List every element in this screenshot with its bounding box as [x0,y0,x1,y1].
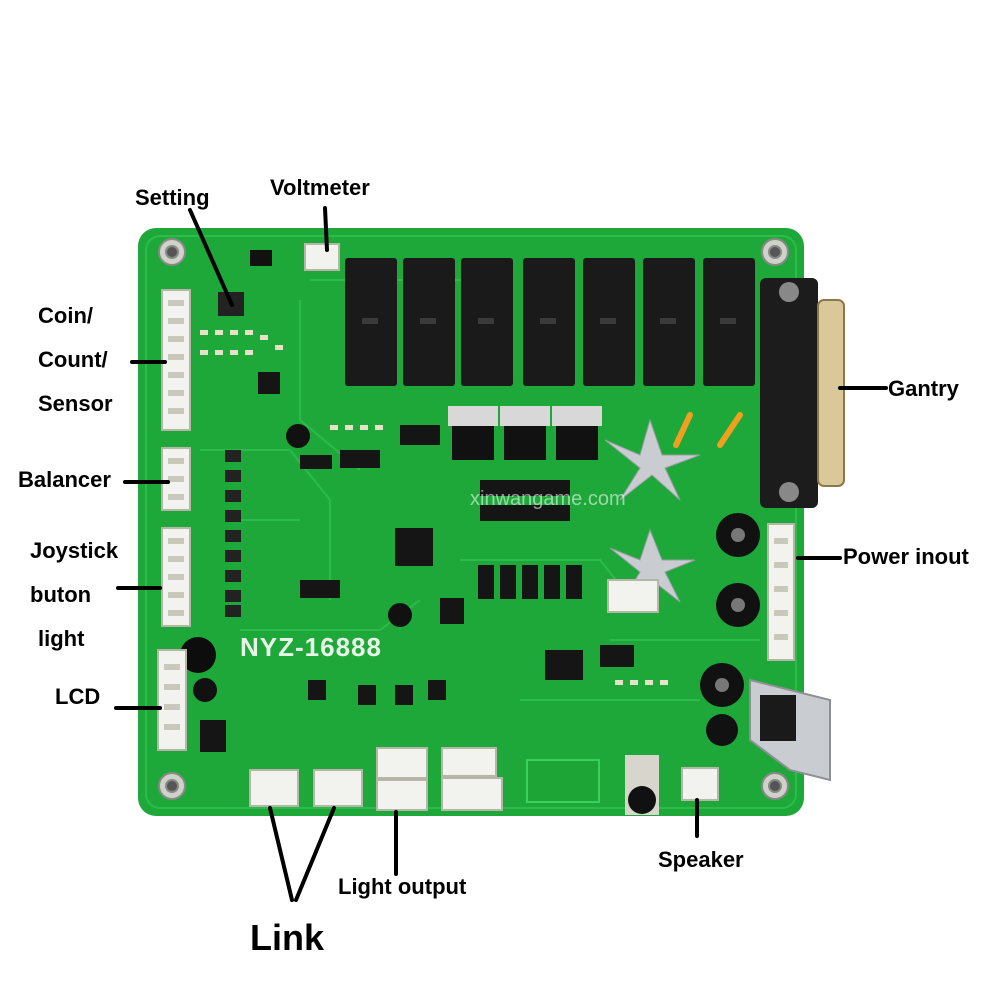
label-balancer: Balancer [18,467,111,492]
board-model-silk: NYZ-16888 [240,632,382,662]
watermark: xinwangame.com [470,488,626,510]
label-lcd: LCD [55,684,101,709]
regulator-heatsink [749,678,831,782]
label-coin-line2: Count/ [38,347,108,372]
electrolytic-capacitors [193,424,760,746]
label-power-input: Power inout [843,544,969,569]
voltmeter-connector [304,243,340,271]
left-connectors [157,289,191,751]
buzzer [180,637,216,673]
label-speaker: Speaker [658,847,744,872]
label-gantry: Gantry [888,376,959,401]
label-coin-line1: Coin/ [38,303,93,328]
label-pointer-lines [114,206,888,902]
label-joystick-line1: Joystick [30,538,119,563]
label-joystick-line3: light [38,626,85,651]
label-setting: Setting [135,185,210,210]
label-link: Link [250,917,325,958]
label-coin-line3: Sensor [38,391,113,416]
to220-transistors [448,406,602,460]
pcb-board [138,228,804,816]
gantry-db25-connector [760,278,845,508]
label-joystick-line2: buton [30,582,92,607]
ic-chips [200,372,634,752]
label-voltmeter: Voltmeter [270,175,370,200]
label-light-output: Light output [338,874,467,899]
bottom-connectors [249,579,719,811]
mounting-hole [158,238,789,800]
